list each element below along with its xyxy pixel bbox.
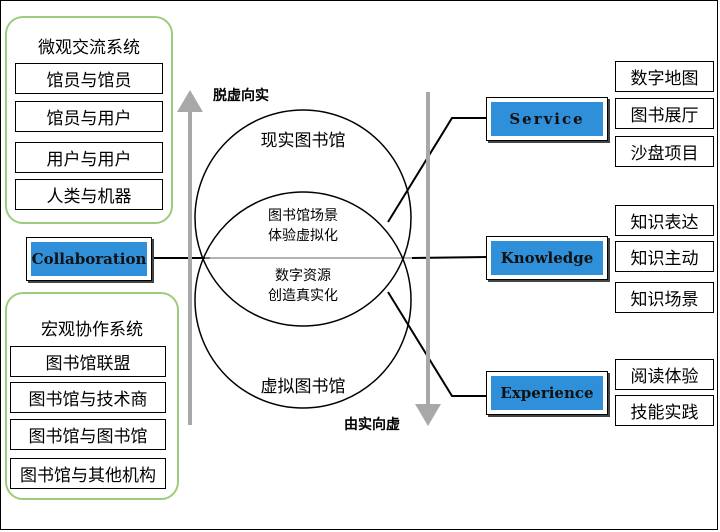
micro-item-3: 用户与用户	[15, 142, 163, 173]
collaboration-tag: Collaboration	[26, 237, 152, 281]
experience-tag: Experience	[486, 371, 608, 415]
overlap-lower-line-1: 数字资源	[275, 268, 331, 284]
macro-item-1: 图书馆联盟	[10, 346, 166, 377]
overlap-upper-line-2: 体验虚拟化	[268, 228, 338, 244]
micro-group-title: 微观交流系统	[38, 38, 140, 58]
experience-connector	[387, 291, 488, 397]
virtual-library-circle	[194, 191, 412, 409]
knowledge-tag: Knowledge	[486, 236, 608, 280]
real-library-circle	[194, 109, 412, 327]
macro-item-3: 图书馆与图书馆	[10, 419, 166, 450]
service-item-3: 沙盘项目	[615, 136, 714, 167]
micro-item-2: 馆员与用户	[15, 101, 163, 132]
overlap-upper-line-1: 图书馆场景	[268, 208, 338, 224]
knowledge-connector	[411, 256, 489, 259]
real-library-label: 现实图书馆	[260, 131, 346, 151]
knowledge-item-2: 知识主动	[615, 241, 714, 272]
experience-item-1: 阅读体验	[615, 359, 714, 390]
service-tag: Service	[486, 97, 608, 141]
macro-group-title: 宏观协作系统	[41, 320, 143, 340]
down-arrow-head	[415, 404, 441, 426]
knowledge-item-3: 知识场景	[615, 282, 714, 313]
knowledge-label: Knowledge	[491, 241, 603, 275]
service-item-2: 图书展厅	[615, 98, 714, 129]
experience-label: Experience	[491, 376, 603, 410]
down-arrow-label: 由实向虚	[344, 417, 400, 433]
experience-item-2: 技能实践	[615, 395, 714, 426]
collaboration-label: Collaboration	[31, 242, 147, 276]
macro-item-2: 图书馆与技术商	[10, 382, 166, 413]
overlap-lower-line-2: 创造真实化	[268, 288, 338, 304]
up-arrow-head	[177, 90, 203, 112]
knowledge-item-1: 知识表达	[615, 205, 714, 236]
micro-item-4: 人类与机器	[15, 179, 163, 210]
service-item-1: 数字地图	[615, 61, 714, 92]
service-connector	[387, 117, 488, 223]
micro-item-1: 馆员与馆员	[15, 63, 163, 94]
up-arrow-label: 脱虚向实	[213, 88, 269, 104]
service-label: Service	[491, 102, 603, 136]
virtual-library-label: 虚拟图书馆	[260, 377, 346, 397]
macro-item-4: 图书馆与其他机构	[10, 458, 166, 489]
